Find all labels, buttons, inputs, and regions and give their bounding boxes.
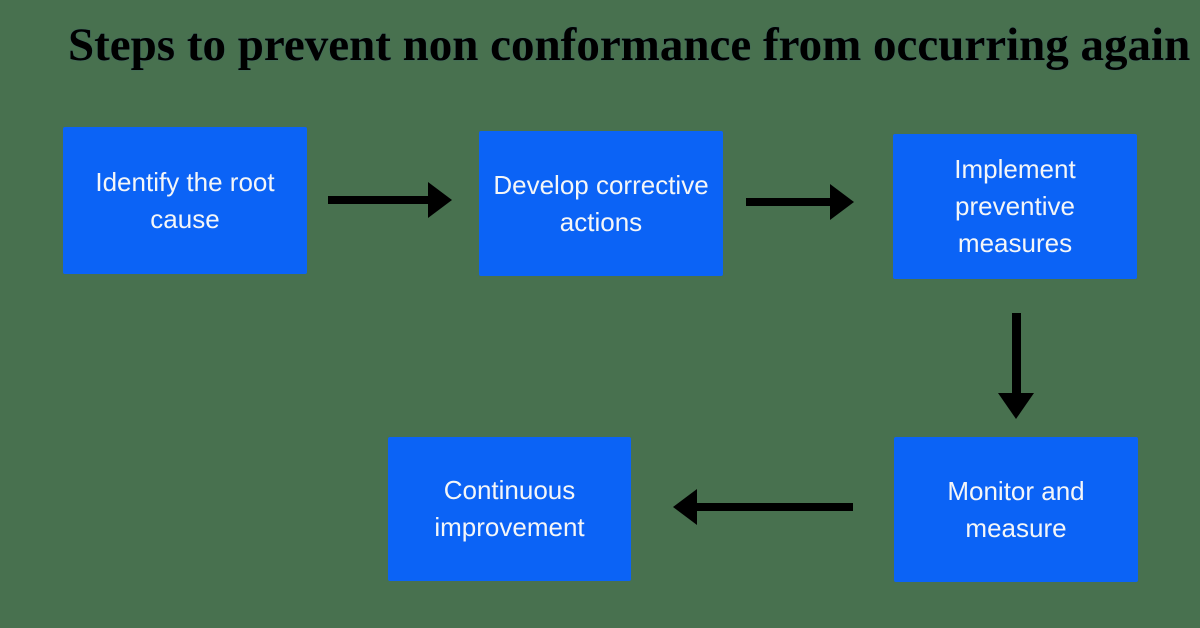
flow-step-identify-root-cause: Identify the root cause [63,127,307,274]
arrow-head [998,393,1034,419]
arrow-shaft [1012,313,1021,395]
arrow-left-icon [673,489,853,525]
arrow-right-icon [746,184,854,220]
arrow-head [830,184,854,220]
arrow-head [428,182,452,218]
arrow-shaft [328,196,430,204]
arrow-head [673,489,697,525]
arrow-shaft [695,503,853,511]
flow-step-develop-corrective-actions: Develop corrective actions [479,131,723,276]
arrow-right-icon [328,182,452,218]
flow-step-implement-preventive-measures: Implement preventive measures [893,134,1137,279]
flow-step-continuous-improvement: Continuous improvement [388,437,631,581]
flow-step-monitor-and-measure: Monitor and measure [894,437,1138,582]
arrow-shaft [746,198,832,206]
page-title: Steps to prevent non conformance from oc… [68,19,1191,71]
arrow-down-icon [998,313,1034,419]
